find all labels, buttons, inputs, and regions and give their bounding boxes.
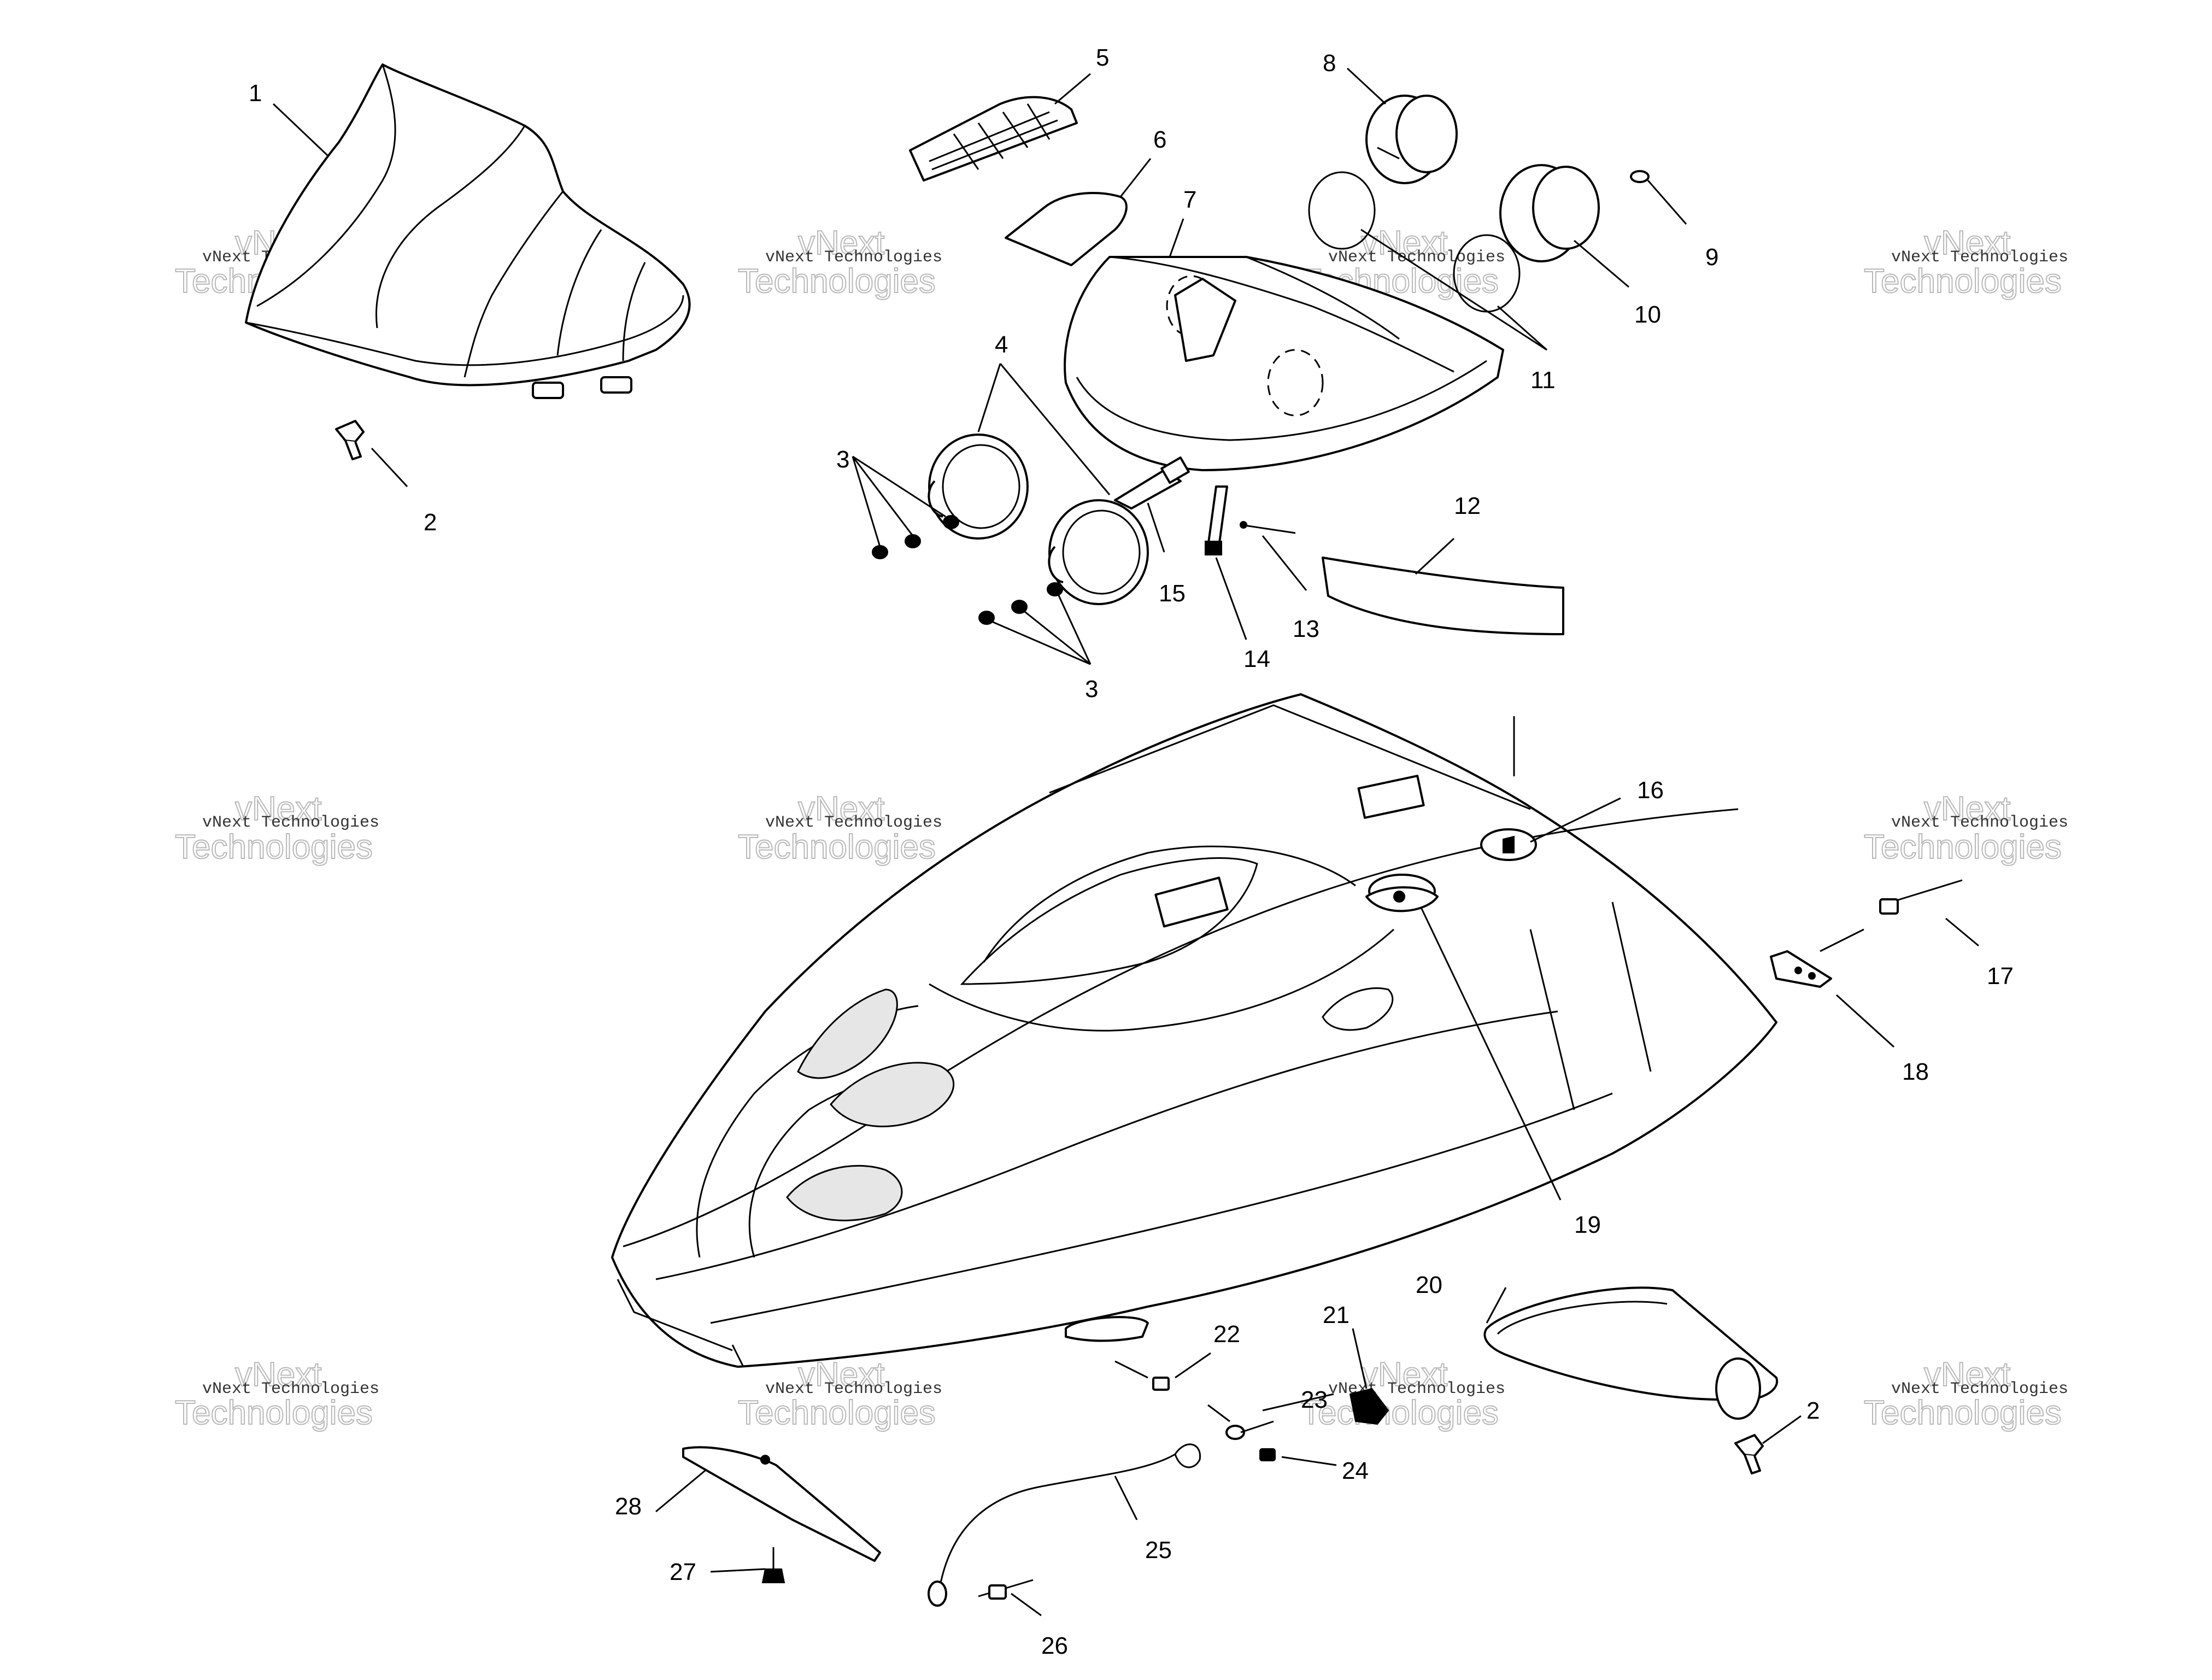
- gauge-part-8: [1365, 95, 1458, 184]
- fastener-part-19: [1365, 886, 1439, 912]
- callout-1: 1: [249, 80, 262, 107]
- watermark-r3c3: vNext Technologies vNext Technologies: [1300, 1355, 1505, 1432]
- callout-12: 12: [1454, 493, 1481, 519]
- nut-part-22: [1114, 1360, 1170, 1391]
- callout-15: 15: [1159, 580, 1186, 607]
- fastener-part-16: [1503, 835, 1515, 853]
- callout-13: 13: [1293, 616, 1319, 642]
- watermark-r2c2: vNext Technologies vNext Technologies: [737, 789, 942, 867]
- svg-text:vNext: vNext: [798, 1356, 884, 1394]
- svg-text:vNext: vNext: [798, 790, 884, 828]
- cable-part-25: [928, 1443, 1201, 1607]
- callout-25: 25: [1145, 1537, 1172, 1564]
- callout-20: 20: [1416, 1272, 1442, 1298]
- svg-text:Technologies: Technologies: [175, 1394, 373, 1432]
- callout-9: 9: [1705, 244, 1718, 271]
- watermark-r3c4: vNext Technologies vNext Technologies: [1863, 1355, 2068, 1432]
- callout-2-lower: 2: [1806, 1397, 1820, 1424]
- hood-body-part: [611, 693, 1777, 1368]
- bolt-part-27: [761, 1547, 785, 1583]
- strap-part-14: [1205, 485, 1228, 555]
- screw-part-2-upper: [335, 420, 365, 460]
- pad-part-12: [1322, 557, 1564, 635]
- watermark-r2c1: vNext Technologies vNext Technologies: [174, 789, 379, 867]
- svg-text:Technologies: Technologies: [738, 1394, 936, 1432]
- callout-5: 5: [1096, 44, 1109, 71]
- tray-part-20: [1483, 1286, 1779, 1420]
- callout-7: 7: [1183, 186, 1196, 213]
- svg-text:vNext: vNext: [1924, 790, 2010, 828]
- svg-text:Technologies: Technologies: [1864, 262, 2062, 300]
- windshield-part: [245, 63, 691, 399]
- svg-text:vNext Technologies: vNext Technologies: [1891, 813, 2068, 832]
- callout-28: 28: [615, 1493, 642, 1520]
- svg-text:vNext: vNext: [1361, 224, 1447, 262]
- svg-text:vNext Technologies: vNext Technologies: [765, 248, 942, 267]
- svg-text:vNext Technologies: vNext Technologies: [765, 813, 942, 832]
- callout-18: 18: [1902, 1058, 1929, 1085]
- headlight-ring-part-4: [928, 434, 1149, 605]
- callout-23: 23: [1301, 1386, 1328, 1413]
- svg-text:vNext Technologies: vNext Technologies: [1891, 248, 2068, 267]
- watermark-r1c2: vNext Technologies vNext Technologies: [737, 224, 942, 301]
- svg-text:vNext Technologies: vNext Technologies: [202, 813, 379, 832]
- svg-text:vNext: vNext: [1924, 224, 2010, 262]
- bracket-part-18: [1770, 928, 1864, 988]
- callout-labels: 1 2 3 4 5 6 7 8 9 10 11 12 13 14 15 3 16…: [249, 44, 2014, 1659]
- rod-part-17: [1879, 879, 1963, 915]
- svg-text:vNext Technologies: vNext Technologies: [1328, 248, 1505, 267]
- svg-text:vNext: vNext: [798, 224, 884, 262]
- watermark-r3c1: vNext Technologies vNext Technologies: [174, 1355, 379, 1432]
- svg-text:vNext: vNext: [235, 790, 321, 828]
- callout-14: 14: [1243, 646, 1270, 672]
- plate-part-28: [682, 1446, 881, 1562]
- vent-grille-part: [909, 96, 1078, 182]
- latch-part-21: [1349, 1388, 1389, 1425]
- washer-part-23: [1207, 1404, 1245, 1440]
- svg-text:vNext Technologies: vNext Technologies: [765, 1380, 942, 1398]
- nut-part-24: [1259, 1448, 1276, 1461]
- callout-11: 11: [1530, 367, 1556, 394]
- watermark-r3c2: vNext Technologies vNext Technologies: [737, 1355, 942, 1432]
- svg-text:Technologies: Technologies: [738, 828, 936, 866]
- callout-19: 19: [1574, 1211, 1601, 1238]
- svg-text:Technologies: Technologies: [1864, 828, 2062, 866]
- watermark-r2c4: vNext Technologies vNext Technologies: [1863, 789, 2068, 867]
- callout-8: 8: [1323, 50, 1336, 77]
- callout-17: 17: [1987, 963, 2014, 990]
- svg-text:vNext Technologies: vNext Technologies: [1891, 1380, 2068, 1398]
- callout-10: 10: [1634, 301, 1661, 328]
- screw-part-26: [978, 1579, 1034, 1600]
- dash-console-part: [1064, 256, 1504, 471]
- pad-part-6: [1005, 191, 1128, 266]
- svg-text:vNext Technologies: vNext Technologies: [202, 1380, 379, 1398]
- callout-22: 22: [1213, 1321, 1240, 1348]
- callout-6: 6: [1153, 126, 1166, 153]
- svg-text:Technologies: Technologies: [175, 828, 373, 866]
- callout-3-lower: 3: [1085, 676, 1098, 703]
- callout-21: 21: [1323, 1302, 1350, 1328]
- nut-group-part-3: [872, 515, 1063, 625]
- clip-part-9: [1630, 170, 1650, 183]
- svg-text:vNext: vNext: [1924, 1356, 2010, 1394]
- leader-lines: [272, 67, 1979, 1617]
- svg-text:Technologies: Technologies: [738, 262, 936, 300]
- svg-text:Technologies: Technologies: [1864, 1394, 2062, 1432]
- callout-16: 16: [1637, 777, 1664, 804]
- svg-text:vNext: vNext: [235, 1356, 321, 1394]
- screw-part-2-lower: [1734, 1434, 1764, 1474]
- callout-24: 24: [1342, 1457, 1369, 1484]
- svg-text:vNext: vNext: [1361, 1356, 1447, 1394]
- watermark-r1c4: vNext Technologies vNext Technologies: [1863, 224, 2068, 301]
- gauge-part-10: [1499, 164, 1600, 262]
- callout-26: 26: [1041, 1632, 1068, 1659]
- connector-part-15: [1114, 456, 1190, 510]
- callout-2-upper: 2: [424, 509, 437, 536]
- callout-27: 27: [670, 1559, 696, 1585]
- callout-3-upper: 3: [836, 446, 849, 473]
- svg-text:Technologies: Technologies: [1301, 1394, 1499, 1432]
- callout-4: 4: [995, 331, 1008, 358]
- pin-part-13: [1240, 521, 1296, 534]
